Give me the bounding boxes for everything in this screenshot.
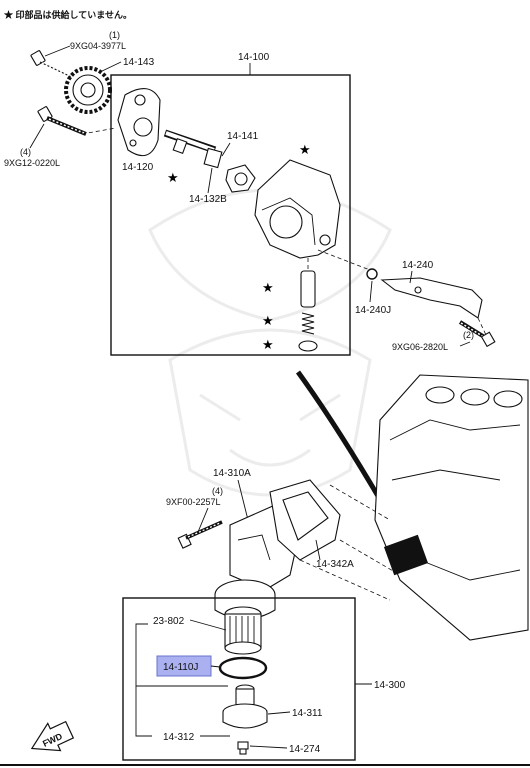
- label-14-100[interactable]: 14-100: [238, 52, 270, 63]
- label-14-312[interactable]: 14-312: [163, 732, 195, 743]
- engine-block: [374, 374, 529, 641]
- label-14-274[interactable]: 14-274: [289, 744, 321, 755]
- bolt-housing-part[interactable]: [177, 520, 223, 549]
- pump-assembly-box: [110, 74, 351, 356]
- filter-cap-part[interactable]: [222, 684, 268, 729]
- label-14-143[interactable]: 14-143: [123, 57, 155, 68]
- relief-spring-part[interactable]: [301, 312, 315, 335]
- filter-assembly-box: [122, 597, 356, 761]
- bolt-right-part[interactable]: [458, 320, 496, 348]
- bolt-right-qty: (2): [463, 330, 474, 340]
- relief-plunger-part[interactable]: [300, 270, 316, 308]
- label-9xf00-2257l[interactable]: 9XF00-2257L: [166, 497, 221, 507]
- label-14-342a[interactable]: 14-342A: [316, 559, 354, 570]
- oil-strainer-bracket-part[interactable]: [380, 277, 483, 319]
- label-9xg04-3977l[interactable]: 9XG04-3977L: [70, 41, 126, 51]
- label-14-240[interactable]: 14-240: [402, 260, 434, 271]
- label-14-132b[interactable]: 14-132B: [189, 194, 227, 205]
- pump-shaft-part[interactable]: [163, 129, 217, 155]
- drain-plug-part[interactable]: [237, 741, 249, 755]
- label-23-802[interactable]: 23-802: [153, 616, 185, 627]
- label-14-120[interactable]: 14-120: [122, 162, 154, 173]
- bolt-left-qty: (4): [20, 147, 31, 157]
- label-14-110j[interactable]: 14-110J: [163, 662, 198, 673]
- o-ring-part[interactable]: [218, 656, 268, 680]
- star-marker-3: ★: [262, 280, 274, 295]
- oil-filter-element-part[interactable]: [224, 606, 262, 655]
- bolt-left-part[interactable]: [37, 106, 87, 136]
- sprocket-part[interactable]: [64, 66, 112, 114]
- clip-part[interactable]: [366, 268, 378, 280]
- star-marker-5: ★: [262, 337, 274, 352]
- pump-body-part[interactable]: [254, 159, 341, 259]
- supply-note: ★ 印部品は供給していません。: [4, 9, 132, 20]
- star-marker-2: ★: [299, 142, 311, 157]
- star-marker-1: ★: [167, 170, 179, 185]
- watermark-logo: [148, 188, 392, 497]
- fwd-arrow-icon: FWD: [30, 720, 75, 752]
- label-14-310a[interactable]: 14-310A: [213, 468, 251, 479]
- drive-gear-part[interactable]: [203, 147, 256, 193]
- bolt-top-qty: (1): [109, 30, 120, 40]
- gasket-part[interactable]: [269, 479, 341, 561]
- star-marker-4: ★: [262, 313, 274, 328]
- bolt-housing-qty: (4): [212, 486, 223, 496]
- label-14-141[interactable]: 14-141: [227, 131, 259, 142]
- pump-plate-part[interactable]: [117, 88, 161, 157]
- label-9xg12-0220l[interactable]: 9XG12-0220L: [4, 158, 60, 168]
- label-14-240j[interactable]: 14-240J: [355, 305, 391, 316]
- label-9xg06-2820l[interactable]: 9XG06-2820L: [392, 342, 448, 352]
- label-14-311[interactable]: 14-311: [292, 708, 323, 719]
- relief-plug-part[interactable]: [298, 340, 318, 352]
- label-14-300[interactable]: 14-300: [374, 680, 406, 691]
